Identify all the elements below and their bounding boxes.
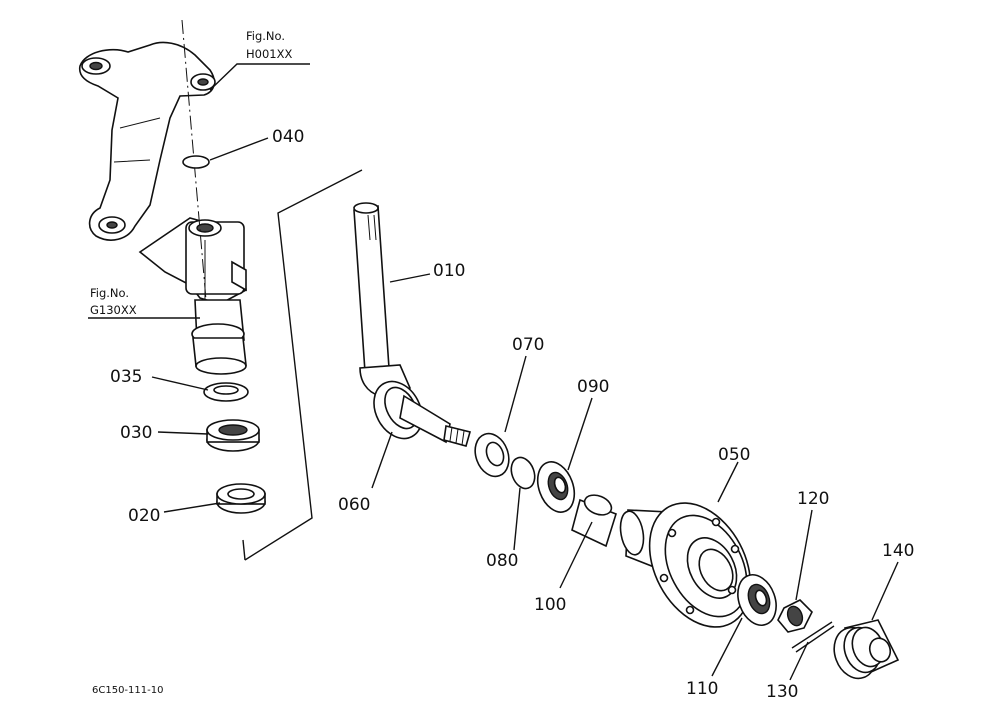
oil-seal-070: [474, 432, 510, 478]
callout-100: 100: [534, 595, 566, 615]
callout-110: 110: [686, 679, 718, 699]
callout-035: 035: [110, 367, 142, 387]
bushing-020: [216, 483, 266, 514]
callout-140: 140: [882, 541, 914, 561]
axle-housing-illustration: [138, 217, 247, 375]
fig-ref-label: Fig.No.: [90, 286, 129, 300]
washer-035: [203, 382, 249, 402]
fig-ref-label: Fig.No.: [246, 29, 285, 43]
drawing-code: 6C150-111-10: [92, 685, 163, 696]
callout-040: 040: [272, 127, 304, 147]
callout-070: 070: [512, 335, 544, 355]
spacer-100: [571, 494, 617, 548]
callout-030: 030: [120, 423, 152, 443]
callout-020: 020: [128, 506, 160, 526]
callout-050: 050: [718, 445, 750, 465]
o-ring-040: [182, 155, 210, 169]
castle-nut-120: [777, 599, 813, 633]
ball-bearing-090: [536, 461, 576, 513]
thrust-bearing-030: [206, 419, 260, 452]
callout-010: 010: [433, 261, 465, 281]
fig-ref-number: G130XX: [90, 303, 137, 317]
hub-cap-140: [833, 619, 900, 680]
assembly-bracket-line: [244, 169, 363, 561]
callout-120: 120: [797, 489, 829, 509]
steering-arm-illustration: [78, 41, 216, 241]
callout-090: 090: [577, 377, 609, 397]
ball-bearing-110: [737, 574, 777, 626]
collar-080: [510, 456, 536, 490]
center-axis-line: [181, 19, 207, 301]
fig-ref-number: H001XX: [246, 47, 292, 61]
spindle-010: [353, 202, 471, 447]
leader-lines: [88, 63, 899, 681]
callout-130: 130: [766, 682, 798, 702]
callout-060: 060: [338, 495, 370, 515]
wheel-hub-050: [619, 502, 752, 628]
callout-080: 080: [486, 551, 518, 571]
split-pin-130: [791, 621, 835, 653]
